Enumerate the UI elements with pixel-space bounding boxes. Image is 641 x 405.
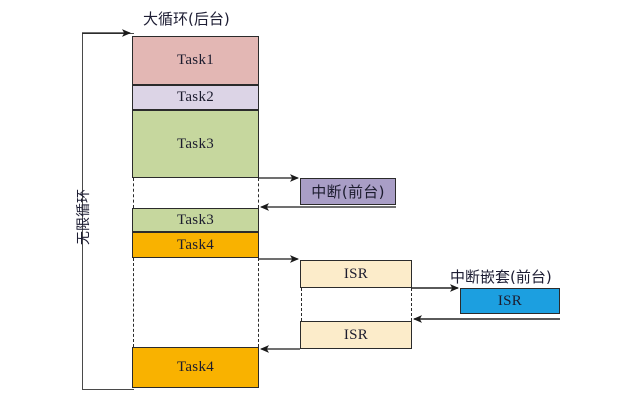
infinite-loop-label: 无限循环 bbox=[76, 189, 92, 245]
block-interrupt-block: 中断(前台) bbox=[300, 178, 396, 205]
block-isr-lower: ISR bbox=[300, 321, 412, 349]
block-task4-first: Task4 bbox=[132, 232, 259, 258]
block-label: ISR bbox=[343, 326, 369, 343]
dashed-guide-dash-right-lower bbox=[258, 258, 259, 347]
block-label: Task3 bbox=[176, 135, 215, 152]
block-label: ISR bbox=[497, 292, 523, 309]
block-task1: Task1 bbox=[132, 36, 259, 85]
page-title: 大循环(后台) bbox=[143, 10, 230, 28]
block-label: Task2 bbox=[176, 89, 215, 105]
block-isr-upper: ISR bbox=[300, 260, 412, 288]
text-nested-interrupt-title: 中断嵌套(前台) bbox=[450, 268, 552, 286]
block-label: Task3 bbox=[176, 211, 215, 228]
block-isr-nested-blue: ISR bbox=[460, 288, 560, 314]
block-task3-first: Task3 bbox=[132, 110, 259, 178]
block-label: 中断(前台) bbox=[311, 183, 385, 201]
dashed-guide-dash-left-upper bbox=[133, 178, 134, 208]
dashed-guide-dash-isr-right bbox=[411, 288, 412, 321]
dashed-guide-dash-left-lower bbox=[133, 258, 134, 347]
block-task2: Task2 bbox=[132, 85, 259, 110]
block-task4-second: Task4 bbox=[132, 347, 259, 388]
block-task3-second: Task3 bbox=[132, 208, 259, 232]
block-label: Task1 bbox=[176, 52, 215, 68]
dashed-guide-dash-isr-left bbox=[301, 288, 302, 321]
dashed-guide-dash-right-upper bbox=[258, 178, 259, 208]
block-label: Task4 bbox=[176, 236, 215, 253]
block-label: Task4 bbox=[176, 359, 215, 375]
block-label: ISR bbox=[343, 265, 369, 282]
